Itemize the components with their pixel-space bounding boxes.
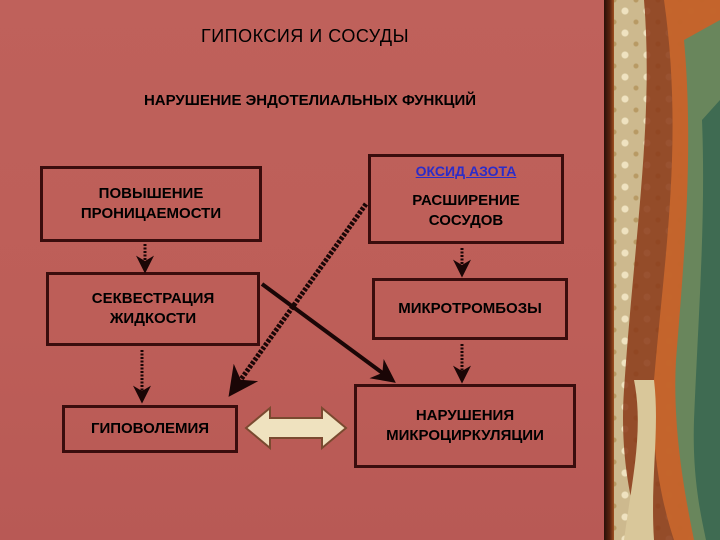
arrow-diagonal-to-microcirculation bbox=[260, 282, 396, 383]
box-microcirculation-line1: НАРУШЕНИЯ bbox=[415, 407, 515, 424]
box-microcirculation: НАРУШЕНИЯ МИКРОЦИРКУЛЯЦИИ bbox=[354, 384, 576, 468]
box-nitric-oxide: ОКСИД АЗОТА РАСШИРЕНИЕ СОСУДОВ bbox=[368, 154, 564, 244]
box-permeability: ПОВЫШЕНИЕ ПРОНИЦАЕМОСТИ bbox=[40, 166, 262, 242]
box-permeability-line1: ПОВЫШЕНИЕ bbox=[98, 185, 204, 202]
decorative-drape-graphic bbox=[623, 0, 720, 540]
box-sequestration-line2: ЖИДКОСТИ bbox=[109, 310, 197, 327]
nitric-oxide-label: ОКСИД АЗОТА bbox=[415, 163, 517, 179]
box-microthrombosis: МИКРОТРОМБОЗЫ bbox=[372, 278, 568, 340]
double-arrow-hypovolemia-microcirculation bbox=[244, 405, 348, 451]
slide-subtitle: НАРУШЕНИЕ ЭНДОТЕЛИАЛЬНЫХ ФУНКЦИЙ bbox=[143, 92, 477, 109]
box-hypovolemia: ГИПОВОЛЕМИЯ bbox=[62, 405, 238, 453]
box-permeability-line2: ПРОНИЦАЕМОСТИ bbox=[80, 205, 222, 222]
box-nitric-oxide-line2: СОСУДОВ bbox=[428, 212, 504, 229]
arrow-diagonal-to-hypovolemia bbox=[228, 202, 369, 397]
decorative-side-panel bbox=[614, 0, 720, 540]
slide-title: ГИПОКСИЯ И СОСУДЫ bbox=[200, 26, 410, 46]
box-nitric-oxide-line1: РАСШИРЕНИЕ bbox=[412, 192, 520, 209]
slide-divider bbox=[604, 0, 614, 540]
box-microcirculation-line2: МИКРОЦИРКУЛЯЦИИ bbox=[386, 427, 544, 444]
box-hypovolemia-line1: ГИПОВОЛЕМИЯ bbox=[90, 420, 210, 437]
box-sequestration-line1: СЕКВЕСТРАЦИЯ bbox=[91, 290, 215, 307]
box-microthrombosis-line1: МИКРОТРОМБОЗЫ bbox=[398, 300, 542, 317]
